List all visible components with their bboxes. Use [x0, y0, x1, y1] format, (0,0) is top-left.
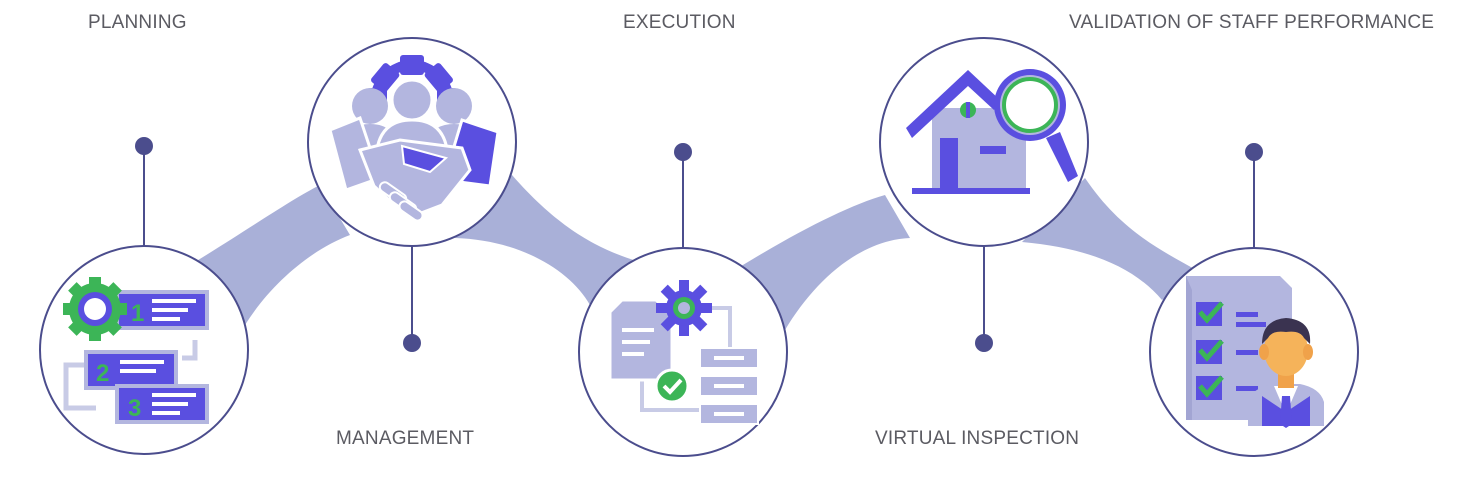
- team-handshake-gear-icon: [328, 55, 500, 222]
- ribbon-4-5: [1022, 178, 1200, 300]
- step-label-virtual-inspection: VIRTUAL INSPECTION: [875, 428, 1080, 449]
- workflow-gear-checkmark-icon: [608, 280, 759, 425]
- dot-2: [403, 334, 421, 352]
- step-label-validation: VALIDATION OF STAFF PERFORMANCE: [1069, 12, 1435, 33]
- svg-text:3: 3: [128, 395, 141, 422]
- step-label-execution: EXECUTION: [623, 12, 736, 33]
- numbered-steps-gear-icon: 1 23: [63, 277, 209, 424]
- dot-3: [674, 143, 692, 161]
- checklist-staff-icon: [1186, 276, 1324, 428]
- svg-text:1: 1: [131, 300, 144, 327]
- connector-stems: [143, 146, 1255, 343]
- dot-5: [1245, 143, 1263, 161]
- dot-4: [975, 334, 993, 352]
- ribbon-2-3: [455, 175, 640, 305]
- ribbon-3-4: [738, 195, 910, 330]
- step-label-planning: PLANNING: [88, 12, 187, 33]
- dot-1: [135, 137, 153, 155]
- house-magnifier-icon: [906, 69, 1078, 194]
- svg-text:2: 2: [96, 360, 109, 387]
- step-label-management: MANAGEMENT: [336, 428, 475, 449]
